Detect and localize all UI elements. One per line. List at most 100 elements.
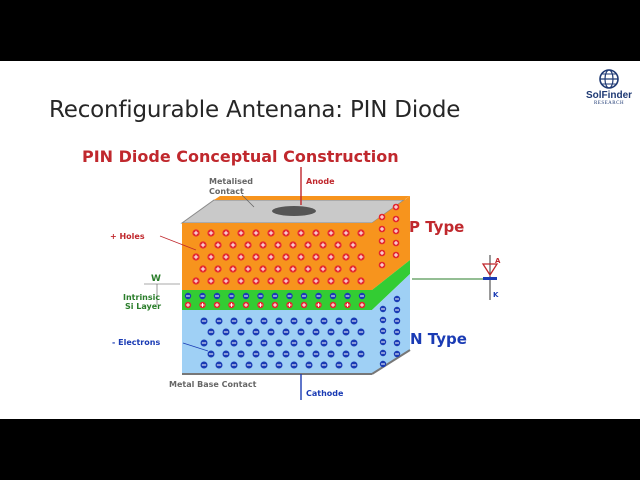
electron-carrier bbox=[252, 328, 260, 336]
holes-pointer bbox=[159, 235, 197, 251]
electron-carrier bbox=[199, 292, 206, 300]
electron-carrier bbox=[350, 339, 358, 347]
electron-carrier bbox=[393, 295, 401, 303]
electron-carrier bbox=[237, 328, 245, 336]
electron-carrier bbox=[327, 350, 335, 358]
electron-carrier bbox=[245, 361, 253, 369]
hole-carrier bbox=[378, 249, 386, 257]
hole-carrier bbox=[392, 239, 400, 247]
electron-carrier bbox=[335, 317, 343, 325]
hole-carrier bbox=[274, 265, 282, 273]
metal-base-label: Metal Base Contact bbox=[169, 380, 257, 389]
hole-carrier bbox=[289, 265, 297, 273]
n-layer-side bbox=[372, 274, 410, 374]
electron-carrier bbox=[357, 328, 365, 336]
symbol-a-label: A bbox=[495, 257, 501, 265]
hole-carrier bbox=[312, 277, 320, 285]
hole-carrier bbox=[244, 241, 252, 249]
hole-carrier bbox=[237, 277, 245, 285]
pin-diode-diagram: PIN Diode Conceptual Construction Anode … bbox=[72, 143, 512, 401]
electron-carrier bbox=[282, 350, 290, 358]
electron-carrier bbox=[312, 350, 320, 358]
electron-carrier bbox=[282, 328, 290, 336]
hole-carrier bbox=[378, 261, 386, 269]
holes-label: + Holes bbox=[110, 232, 145, 241]
hole-carrier bbox=[213, 301, 221, 309]
hole-carrier bbox=[358, 301, 366, 309]
electron-carrier bbox=[215, 339, 223, 347]
electron-carrier bbox=[245, 317, 253, 325]
hole-carrier bbox=[289, 241, 297, 249]
hole-carrier bbox=[257, 301, 264, 309]
electron-carrier bbox=[320, 339, 328, 347]
electron-carrier bbox=[200, 317, 208, 325]
electron-carrier bbox=[350, 317, 358, 325]
hole-carrier bbox=[392, 215, 400, 223]
electron-carrier bbox=[300, 292, 308, 300]
electron-carrier bbox=[260, 361, 268, 369]
hole-carrier bbox=[259, 241, 267, 249]
electron-carrier bbox=[215, 317, 223, 325]
electron-carrier bbox=[290, 361, 298, 369]
metalised-label-1: Metalised bbox=[209, 177, 253, 186]
hole-carrier bbox=[192, 277, 200, 285]
hole-carrier bbox=[252, 229, 260, 237]
electron-carrier bbox=[329, 292, 337, 300]
electrons-pointer bbox=[182, 342, 209, 352]
anode-contact bbox=[272, 206, 316, 216]
hole-carrier bbox=[242, 301, 250, 309]
electron-carrier bbox=[184, 292, 192, 300]
hole-carrier bbox=[267, 253, 275, 261]
hole-carrier bbox=[214, 265, 222, 273]
hole-carrier bbox=[392, 251, 400, 259]
electron-carrier bbox=[350, 361, 358, 369]
hole-carrier bbox=[192, 229, 200, 237]
hole-carrier bbox=[312, 253, 320, 261]
hole-carrier bbox=[267, 229, 275, 237]
electron-carrier bbox=[379, 316, 387, 324]
hole-carrier bbox=[244, 265, 252, 273]
electron-carrier bbox=[286, 292, 293, 300]
hole-carrier bbox=[267, 277, 275, 285]
electron-carrier bbox=[320, 317, 328, 325]
hole-carrier bbox=[334, 241, 342, 249]
hole-carrier bbox=[327, 229, 335, 237]
electron-carrier bbox=[393, 317, 401, 325]
electron-carrier bbox=[222, 350, 230, 358]
hole-carrier bbox=[214, 241, 222, 249]
p-type-label: P Type bbox=[409, 218, 464, 236]
hole-carrier bbox=[199, 301, 206, 309]
hole-carrier bbox=[282, 253, 290, 261]
electron-carrier bbox=[315, 292, 322, 300]
hole-carrier bbox=[304, 241, 312, 249]
symbol-k-label: K bbox=[493, 291, 499, 299]
hole-carrier bbox=[297, 277, 305, 285]
metalised-label-2: Contact bbox=[209, 187, 244, 196]
electron-carrier bbox=[222, 328, 230, 336]
hole-carrier bbox=[329, 301, 337, 309]
intrinsic-layer-side bbox=[372, 260, 410, 310]
electron-carrier bbox=[200, 339, 208, 347]
electron-carrier bbox=[230, 361, 238, 369]
diode-symbol-bar bbox=[483, 277, 497, 280]
electron-carrier bbox=[215, 361, 223, 369]
electron-carrier bbox=[393, 350, 401, 358]
anode-label: Anode bbox=[306, 177, 335, 186]
pin-diode-svg: PIN Diode Conceptual Construction Anode … bbox=[82, 147, 501, 400]
electron-carrier bbox=[305, 339, 313, 347]
logo-name: SolFinder bbox=[585, 90, 633, 101]
electron-carrier bbox=[379, 305, 387, 313]
electron-carrier bbox=[260, 317, 268, 325]
logo-subtitle: RESEARCH bbox=[593, 101, 625, 106]
electron-carrier bbox=[379, 349, 387, 357]
hole-carrier bbox=[228, 301, 235, 309]
hole-carrier bbox=[237, 253, 245, 261]
slide: Reconfigurable Antenana: PIN Diode SolFi… bbox=[0, 61, 640, 419]
hole-carrier bbox=[342, 277, 350, 285]
electron-carrier bbox=[230, 317, 238, 325]
hole-carrier bbox=[304, 265, 312, 273]
hole-carrier bbox=[252, 277, 260, 285]
metalised-pointer bbox=[241, 194, 255, 208]
electron-carrier bbox=[393, 328, 401, 336]
electron-carrier bbox=[297, 350, 305, 358]
